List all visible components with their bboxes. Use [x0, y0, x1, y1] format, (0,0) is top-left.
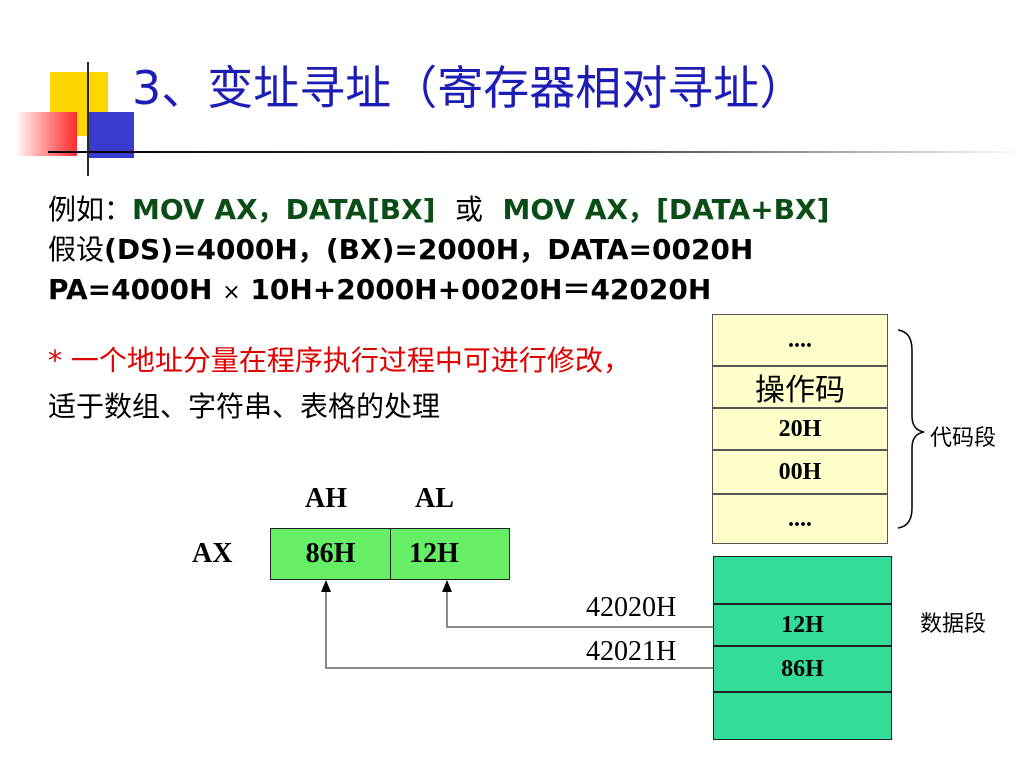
assume-values: (DS)=4000H，(BX)=2000H，DATA=0020H	[104, 233, 754, 266]
title-underline	[48, 151, 1024, 153]
ah-cell: 86H	[270, 528, 391, 580]
example-instruction-2: MOV AX，[DATA+BX]	[502, 193, 830, 226]
note-red-text: * 一个地址分量在程序执行过程中可进行修改，	[48, 344, 631, 377]
pa-line: PA=4000H × 10H+2000H+0020H＝42020H	[48, 272, 711, 311]
data-cell-3	[713, 692, 892, 740]
code-cell-4: ....	[712, 494, 888, 544]
address-42021h: 42021H	[586, 636, 677, 667]
logo-blue-square	[88, 112, 134, 158]
pa-times-sign: ×	[222, 280, 241, 305]
example-instruction-1: MOV AX，DATA[BX]	[132, 193, 436, 226]
address-42020h: 42020H	[586, 592, 677, 623]
data-cell-0	[713, 556, 892, 604]
pa-right: 10H+2000H+0020H＝42020H	[250, 273, 712, 306]
data-cell-86h: 86H	[713, 646, 892, 692]
code-cell-00h: 00H	[712, 450, 888, 494]
code-segment-brace	[897, 329, 925, 529]
assume-line: 假设(DS)=4000H，(BX)=2000H，DATA=0020H	[48, 232, 753, 268]
data-segment-label: 数据段	[920, 612, 987, 637]
arrow-head-al	[442, 580, 452, 592]
al-label: AL	[415, 483, 454, 514]
data-cell-12h: 12H	[713, 604, 892, 646]
code-cell-20h: 20H	[712, 408, 888, 450]
example-line: 例如：MOV AX，DATA[BX] 或 MOV AX，[DATA+BX]	[48, 192, 829, 228]
assume-prefix: 假设	[48, 233, 105, 266]
note-black-text: 适于数组、字符串、表格的处理	[48, 390, 441, 423]
pa-left: PA=4000H	[48, 273, 213, 306]
ah-label: AH	[305, 483, 347, 514]
code-cell-opcode: 操作码	[712, 366, 888, 408]
arrow-line-ah	[325, 590, 713, 669]
arrow-line-al	[446, 590, 713, 628]
code-cell-0: ....	[712, 314, 888, 366]
ax-label: AX	[192, 538, 233, 569]
al-cell: 12H	[390, 528, 510, 580]
note-text: * 一个地址分量在程序执行过程中可进行修改， 适于数组、字符串、表格的处理	[48, 338, 648, 430]
example-prefix: 例如：	[48, 193, 133, 226]
arrow-head-ah	[321, 580, 331, 592]
example-or: 或	[454, 193, 483, 226]
logo-vertical-line	[87, 62, 89, 176]
code-segment-label: 代码段	[930, 426, 997, 451]
slide-title: 3、变址寻址（寄存器相对寻址）	[132, 61, 806, 115]
logo-red-gradient-bar	[15, 112, 77, 156]
